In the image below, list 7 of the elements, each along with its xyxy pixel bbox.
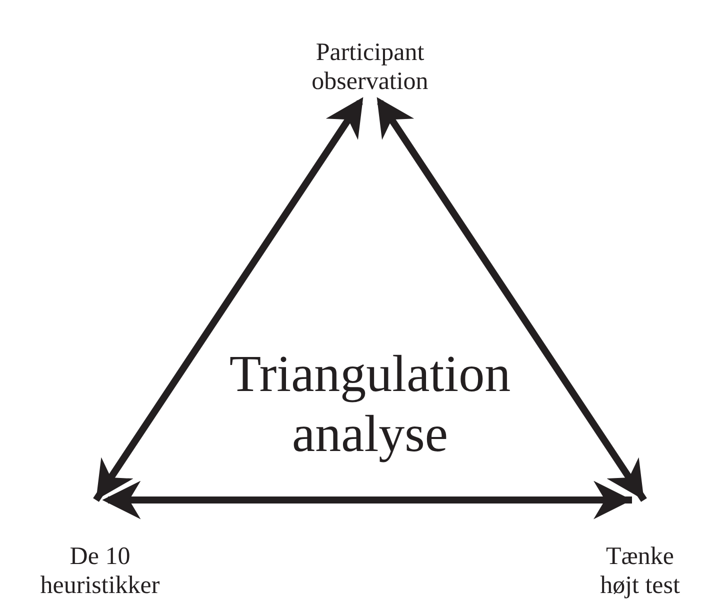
double-arrow (93, 97, 364, 502)
double-arrow (102, 480, 632, 520)
node-label: Tænke højt test (599, 542, 681, 600)
node-label: De 10 heuristikker (39, 542, 161, 600)
double-arrow (376, 97, 647, 502)
center-label: Triangulation analyse (228, 345, 512, 465)
node-label: Participant observation (310, 38, 430, 96)
